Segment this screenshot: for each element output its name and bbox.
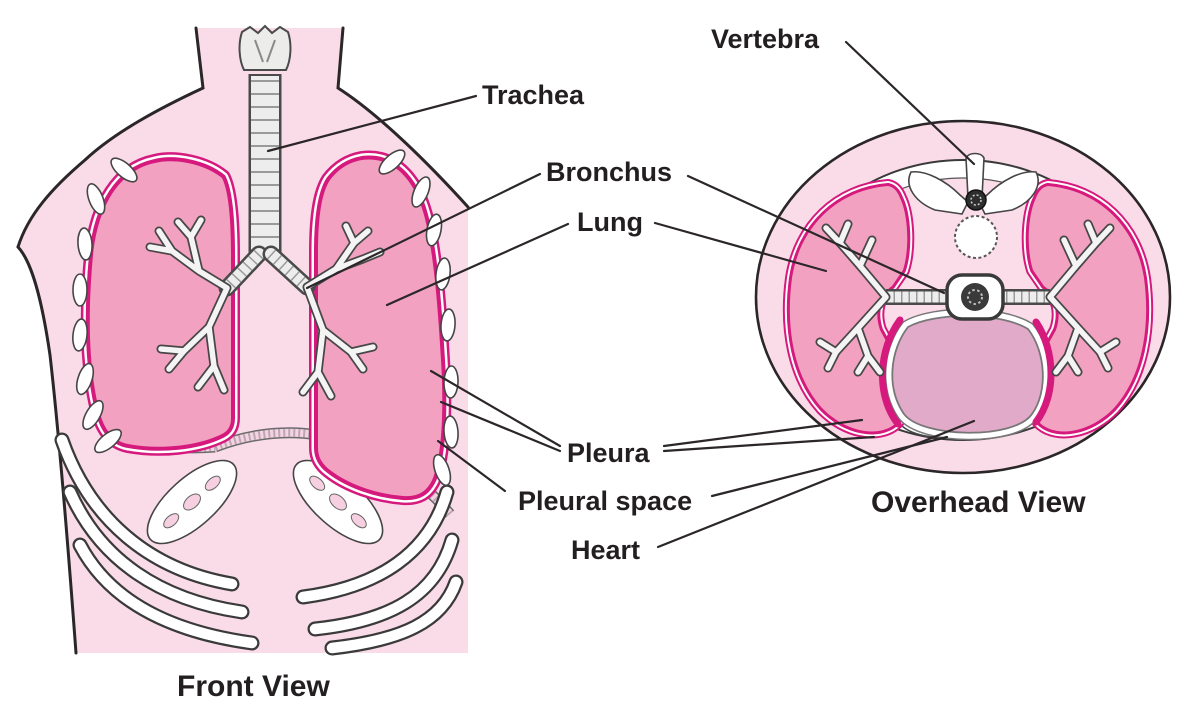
- bronchus-leader-line-overhead: [686, 174, 946, 295]
- annotation-vertebra: Vertebra: [711, 24, 976, 166]
- vertebra-leader-line: [844, 40, 976, 166]
- annotation-pleura: Pleura: [429, 369, 876, 468]
- trachea-front: [238, 24, 292, 256]
- annotation-pleural-space: Pleural space: [436, 435, 949, 516]
- trachea-label: Trachea: [482, 80, 585, 110]
- bronchus-leader-line-front: [305, 172, 542, 290]
- pleural-space-leader-line-front: [436, 439, 507, 493]
- torso-outline: [16, 26, 470, 655]
- heart-leader-line: [656, 419, 976, 549]
- costal-cartilage-right: [292, 459, 384, 545]
- front-view-illustration: Front View: [16, 24, 470, 703]
- annotation-heart: Heart: [571, 419, 976, 565]
- lung-label: Lung: [577, 207, 643, 237]
- heart-cross-section: [879, 308, 1055, 441]
- costal-cartilage-left: [146, 459, 238, 545]
- front-view-title: Front View: [177, 670, 330, 703]
- vertebra: [908, 152, 1039, 259]
- annotation-lung: Lung: [385, 207, 828, 307]
- bronchi-front: [145, 215, 385, 401]
- lower-rib-bands: [54, 432, 464, 656]
- overhead-view-illustration: Overhead View: [754, 119, 1172, 519]
- annotation-bronchus: Bronchus: [305, 157, 946, 295]
- heart-label: Heart: [571, 535, 640, 565]
- overhead-right-lung: [1021, 179, 1154, 439]
- bronchus-label: Bronchus: [546, 157, 672, 187]
- pleura-label: Pleura: [567, 438, 651, 468]
- front-right-lung: [309, 150, 452, 506]
- trachea-leader-line: [266, 94, 478, 153]
- bronchi-overhead: [815, 219, 1121, 377]
- pleural-space-label: Pleural space: [518, 486, 692, 516]
- pleura-leader-line-overhead-1: [662, 418, 864, 448]
- pleura-leader-line-front-1: [429, 369, 562, 448]
- annotations: Trachea Bronchus Lung Pleura Pleural spa…: [266, 24, 976, 565]
- overhead-view-title: Overhead View: [871, 486, 1086, 519]
- rib-segments-front: [72, 149, 459, 487]
- lung-leader-line-overhead: [653, 221, 828, 273]
- vertebra-label: Vertebra: [711, 24, 820, 54]
- annotation-trachea: Trachea: [266, 80, 585, 153]
- pleura-leader-line-front-2: [439, 400, 562, 453]
- lung-leader-line-front: [385, 222, 570, 307]
- pleura-leader-line-overhead-2: [662, 435, 876, 453]
- larynx: [238, 24, 292, 71]
- front-left-lung: [80, 152, 240, 456]
